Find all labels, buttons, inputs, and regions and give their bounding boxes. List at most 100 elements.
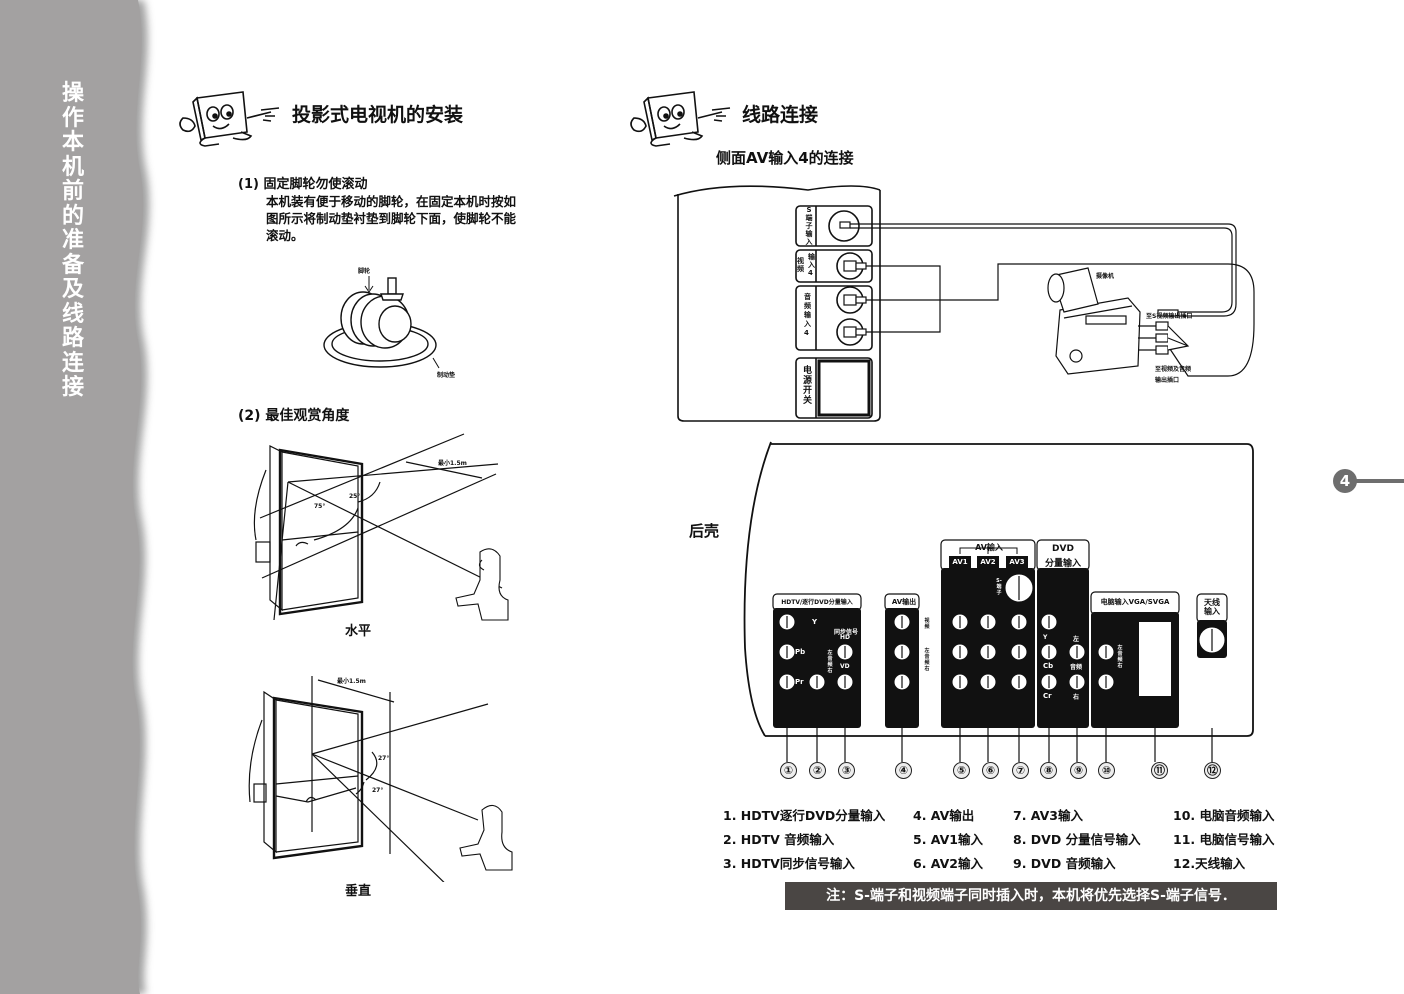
av-out-video-label: 视频 bbox=[924, 618, 930, 630]
audio-input4-label: 音频输入4 bbox=[804, 293, 811, 337]
sidebar-char: 前 bbox=[61, 179, 84, 204]
legend-item: 7. AV3输入 bbox=[1013, 808, 1083, 823]
callout-11: ⑪ bbox=[1151, 762, 1168, 779]
legend-item: 3. HDTV同步信号输入 bbox=[723, 856, 855, 871]
av-in-group-label: AV输入 bbox=[975, 543, 1003, 552]
pb-label: Pb bbox=[795, 648, 806, 656]
callout-8: ⑧ bbox=[1040, 762, 1057, 779]
legend-item: 9. DVD 音频输入 bbox=[1013, 856, 1116, 871]
pc-group-label: 电脑输入VGA/SVGA bbox=[1100, 598, 1170, 606]
antenna-label-2: 输入 bbox=[1204, 607, 1220, 616]
dvd-group-label-2: 分量输入 bbox=[1044, 559, 1081, 569]
legend-item: 1. HDTV逐行DVD分量输入 bbox=[723, 808, 886, 823]
s-terminal-rear-label: S-端子 bbox=[996, 578, 1002, 596]
input4-label: 输入4 bbox=[808, 253, 815, 277]
section2-title: (2) 最佳观赏角度 bbox=[238, 408, 350, 424]
sidebar-char: 及 bbox=[61, 277, 84, 302]
right-heading: 线路连接 bbox=[742, 104, 819, 126]
horizontal-viewing-diagram bbox=[253, 433, 509, 621]
camcorder-label: 摄像机 bbox=[1096, 273, 1115, 280]
note-banner: 注：S-端子和视频端子同时插入时，本机将优先选择S-端子信号． bbox=[785, 882, 1277, 910]
sidebar-char: 的 bbox=[61, 203, 84, 229]
mascot-tv-icon bbox=[630, 91, 731, 147]
av-out-audio-label: 左 音频 右 bbox=[924, 648, 930, 672]
v-min-distance: 最小1.5m bbox=[337, 678, 366, 685]
legend-item: 8. DVD 分量信号输入 bbox=[1013, 832, 1141, 847]
sidebar-title: 操 作 本 机 前 的 准 备 及 线 路 连 接 bbox=[56, 81, 90, 401]
sidebar-char: 路 bbox=[61, 326, 84, 351]
dvd-cr-label: Cr bbox=[1043, 692, 1052, 700]
h-angle-25: 25° bbox=[349, 493, 361, 500]
mascot-tv-icon bbox=[179, 91, 280, 147]
vd-label: VD bbox=[840, 663, 850, 670]
sidebar-char: 本 bbox=[61, 130, 84, 155]
av-out-label-2: 输出插口 bbox=[1155, 377, 1180, 384]
h-caption: 水平 bbox=[345, 624, 372, 639]
callout-4: ④ bbox=[895, 762, 912, 779]
section1-line: 图所示将制动垫衬垫到脚轮下面，使脚轮不能 bbox=[266, 211, 517, 226]
sidebar-char: 操 bbox=[61, 81, 84, 106]
av1-tag: AV1 bbox=[952, 558, 968, 566]
section1-body: 本机装有便于移动的脚轮，在固定本机时按如 图所示将制动垫衬垫到脚轮下面，使脚轮不… bbox=[266, 193, 516, 244]
callout-2: ② bbox=[809, 762, 826, 779]
rear-cover-label: 后壳 bbox=[689, 522, 720, 540]
callout-12: ⑫ bbox=[1204, 762, 1221, 779]
dvd-right-label: 右 bbox=[1073, 694, 1080, 701]
page-tab-line bbox=[1355, 479, 1404, 483]
av3-tag: AV3 bbox=[1009, 558, 1025, 566]
legend-item: 4. AV输出 bbox=[913, 808, 975, 823]
legend-item: 2. HDTV 音频输入 bbox=[723, 832, 835, 847]
legend-item: 6. AV2输入 bbox=[913, 856, 983, 871]
legend-item: 5. AV1输入 bbox=[913, 832, 983, 847]
side-av-connection-diagram bbox=[673, 185, 1255, 422]
hdtv-group-label: HDTV/逐行DVD分量输入 bbox=[781, 599, 853, 606]
side-av-heading: 侧面AV输入4的连接 bbox=[716, 149, 854, 167]
left-heading: 投影式电视机的安装 bbox=[292, 104, 464, 126]
sidebar-char: 作 bbox=[61, 105, 84, 131]
wheel-label: 脚轮 bbox=[358, 268, 371, 275]
h-angle-75: 75° bbox=[314, 503, 326, 510]
dvd-left-label: 左 bbox=[1073, 636, 1080, 643]
antenna-label-1: 天线 bbox=[1204, 598, 1220, 607]
callout-5: ⑤ bbox=[953, 762, 970, 779]
s-video-out-label: 至S视频输出插口 bbox=[1146, 313, 1193, 320]
v-caption: 垂直 bbox=[345, 884, 372, 899]
v-angle-lower: 27° bbox=[372, 787, 384, 794]
section1-line: 滚动。 bbox=[266, 228, 304, 243]
sidebar-char: 线 bbox=[61, 301, 84, 327]
hd-label: HD bbox=[840, 634, 851, 641]
power-switch-label[interactable]: 电源开关 bbox=[803, 366, 813, 406]
section1-title: (1) 固定脚轮勿使滚动 bbox=[238, 177, 368, 192]
av-out-label-1: 至视频及音频 bbox=[1155, 366, 1192, 373]
v-angle-upper: 27° bbox=[378, 755, 390, 762]
legend-item: 11. 电脑信号输入 bbox=[1173, 832, 1275, 847]
sidebar-char: 机 bbox=[61, 154, 84, 180]
section1-line: 本机装有便于移动的脚轮，在固定本机时按如 bbox=[266, 194, 517, 209]
dvd-cb-label: Cb bbox=[1043, 662, 1054, 670]
hdtv-audio-lr-label: 左 音频 右 bbox=[827, 650, 833, 674]
callout-7: ⑦ bbox=[1012, 762, 1029, 779]
h-min-distance: 最小1.5m bbox=[438, 460, 467, 467]
av-out-group-label: AV输出 bbox=[891, 598, 917, 606]
legend-item: 12.天线输入 bbox=[1173, 856, 1246, 871]
pr-label: Pr bbox=[795, 678, 804, 686]
callout-9: ⑨ bbox=[1070, 762, 1087, 779]
vertical-viewing-diagram bbox=[248, 676, 513, 882]
s-terminal-label: S端子输入 bbox=[805, 206, 813, 246]
dvd-audio-label: 音频 bbox=[1070, 664, 1083, 671]
callout-6: ⑥ bbox=[982, 762, 999, 779]
sidebar-char: 备 bbox=[61, 252, 84, 278]
video-label: 视频 bbox=[797, 257, 804, 273]
sidebar-band bbox=[0, 0, 150, 994]
sidebar-char: 准 bbox=[61, 228, 84, 253]
av2-tag: AV2 bbox=[980, 558, 996, 566]
y-label: Y bbox=[812, 618, 818, 626]
callout-3: ③ bbox=[838, 762, 855, 779]
sync-label: 同步信号 bbox=[834, 629, 859, 636]
dvd-y-label: Y bbox=[1043, 634, 1048, 641]
callout-1: ① bbox=[780, 762, 797, 779]
callout-10: ⑩ bbox=[1098, 762, 1115, 779]
caster-wheel-illustration bbox=[323, 276, 440, 369]
pc-audio-label: 左 音频 右 bbox=[1117, 645, 1123, 669]
sidebar-char: 接 bbox=[61, 375, 84, 400]
